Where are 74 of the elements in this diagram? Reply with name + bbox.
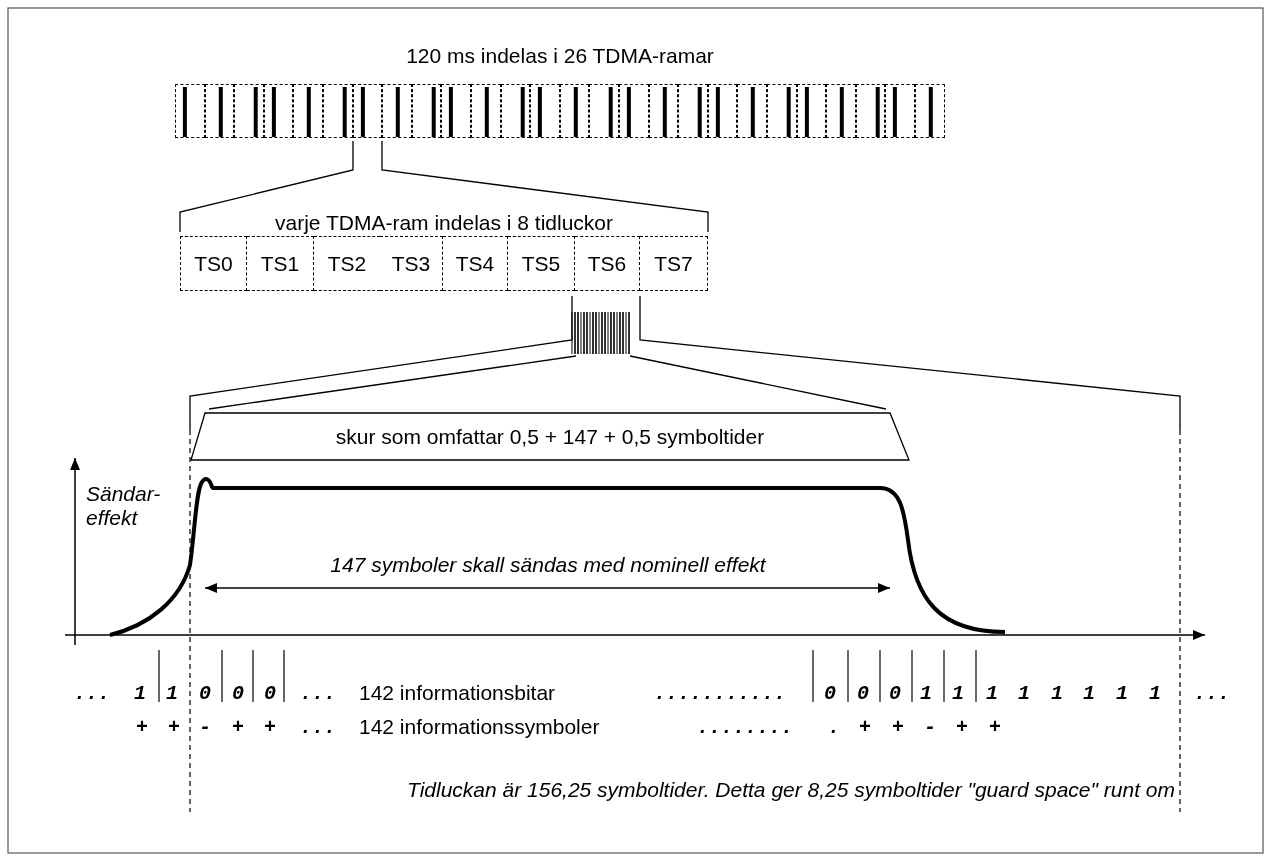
bit-value: 1	[1051, 682, 1063, 705]
row-label: 142 informationssymboler	[359, 715, 600, 739]
bit-value: 0	[857, 682, 869, 705]
tdma-frame-box	[619, 84, 649, 138]
bit-value: 0	[889, 682, 901, 705]
tdma-frame-box	[530, 84, 560, 138]
bit-value: 1	[166, 682, 178, 705]
bit-value: 1	[1018, 682, 1030, 705]
time-slot-box: TS5	[508, 236, 575, 291]
tdma-frame-box	[204, 84, 235, 138]
time-slot-box: TS6	[575, 236, 640, 291]
ellipsis: ...........	[654, 682, 786, 705]
bit-value: 0	[199, 682, 211, 705]
bit-value: 0	[264, 682, 276, 705]
bit-value: 1	[1149, 682, 1161, 705]
symbol-value: +	[859, 716, 871, 739]
bit-value: 1	[134, 682, 146, 705]
tdma-frame-box	[263, 84, 294, 138]
tdma-frame-box	[707, 84, 738, 138]
bit-value: 1	[920, 682, 932, 705]
dimension-label: 147 symboler skall sändas med nominell effekt	[330, 553, 766, 577]
tdma-frame-box	[411, 84, 442, 138]
tdma-frame-box	[855, 84, 886, 138]
tdma-frame-box	[589, 84, 619, 138]
tdma-frame-box	[441, 84, 471, 138]
tdma-frame-box	[796, 84, 827, 138]
tdma-frame-box	[559, 84, 590, 138]
bit-value: 1	[986, 682, 998, 705]
bit-value: 1	[952, 682, 964, 705]
bit-value: 1	[1083, 682, 1095, 705]
bit-value: 1	[1116, 682, 1128, 705]
tdma-frame-box	[293, 84, 323, 138]
ellipsis: ...	[300, 682, 336, 705]
burst-trapezoid: skur som omfattar 0,5 + 147 + 0,5 symboltider	[190, 412, 910, 461]
tdma-frame-box	[471, 84, 501, 138]
symbol-value: -	[924, 716, 936, 739]
tdma-frame-box	[175, 84, 205, 138]
ellipsis: ...	[300, 716, 336, 739]
time-slot-box: TS3	[380, 236, 443, 291]
tdma-frame-box	[500, 84, 531, 138]
tdma-frame-box	[648, 84, 679, 138]
tdma-frame-box	[323, 84, 353, 138]
symbol-value: +	[232, 716, 244, 739]
symbol-value: +	[168, 716, 180, 739]
symbol-value: +	[956, 716, 968, 739]
bracket-label: varje TDMA-ram indelas i 8 tidluckor	[274, 211, 614, 235]
symbol-value: +	[264, 716, 276, 739]
ellipsis: ...	[74, 682, 110, 705]
tdma-frame-box	[352, 84, 383, 138]
time-slot-box: TS2	[314, 236, 380, 291]
symbol-value: -	[199, 716, 211, 739]
tdma-frame-box	[737, 84, 767, 138]
caption: Tidluckan är 156,25 symboltider. Detta ger 8,25 symboltider "guard space" runt om	[407, 778, 1175, 802]
title: 120 ms indelas i 26 TDMA-ramar	[406, 44, 714, 68]
tdma-frame-box	[767, 84, 797, 138]
symbol-value: +	[989, 716, 1001, 739]
tdma-frame-box	[826, 84, 856, 138]
tdma-frame-box	[234, 84, 264, 138]
tdma-frame-box	[885, 84, 915, 138]
tdma-frame-box	[678, 84, 708, 138]
bit-value: 0	[824, 682, 836, 705]
row-label: 142 informationsbitar	[359, 681, 556, 705]
bit-value: 0	[232, 682, 244, 705]
ellipsis: ........	[697, 716, 793, 739]
time-slot-box: TS7	[640, 236, 708, 291]
time-slot-box: TS4	[443, 236, 508, 291]
tdma-frame-box	[915, 84, 945, 138]
ellipsis: .	[828, 716, 840, 739]
symbol-value: +	[136, 716, 148, 739]
symbol-value: +	[892, 716, 904, 739]
ellipsis: ...	[1194, 682, 1230, 705]
tdma-frame-box	[382, 84, 412, 138]
time-slot-box: TS1	[247, 236, 314, 291]
time-slot-box: TS0	[180, 236, 247, 291]
